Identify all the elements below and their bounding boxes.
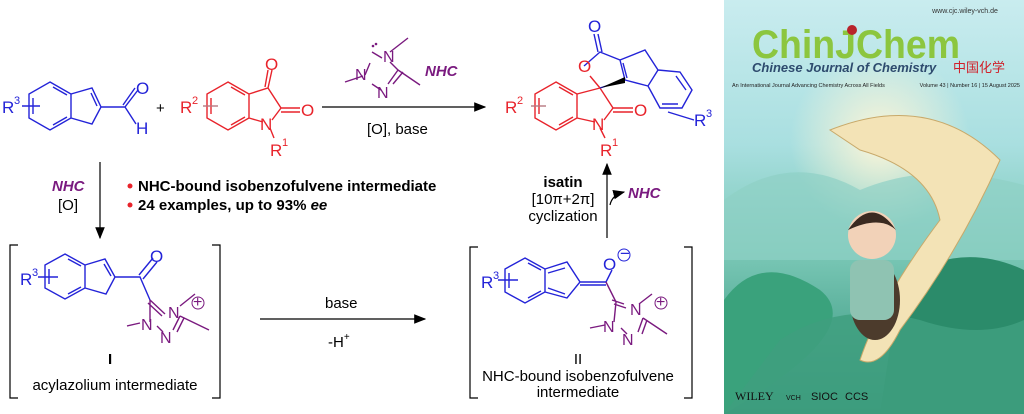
step3-type: [10π+2π]: [532, 191, 595, 208]
cover-url: www.cjc.wiley-vch.de: [931, 8, 998, 15]
intermediate-1-bracket: + R 3 O N N N I acylazolium intermediate: [9, 244, 221, 399]
intermediate-2-bracket: + − R 3 O N N N II NHC-bound isobenzoful…: [469, 244, 693, 401]
int1-n2: N: [160, 330, 172, 347]
nhc-catalyst-structure: N N N: [344, 37, 421, 102]
int2-name-1: NHC-bound isobenzofulvene: [482, 368, 674, 385]
plus-charge: +: [656, 294, 665, 311]
bullet-icon: [127, 202, 133, 208]
int2-name-2: intermediate: [537, 384, 620, 401]
oxindole-o: O: [634, 101, 647, 120]
journal-cover: www.cjc.wiley-vch.de ChinJChem Chinese J…: [724, 0, 1024, 414]
int1-n4: N: [168, 305, 180, 322]
publisher-vch: VCH: [786, 395, 801, 402]
step1-conditions: [O]: [58, 197, 78, 214]
product-r1-sup: 1: [612, 137, 618, 149]
nhc-n1: N: [355, 67, 367, 84]
plus-charge: +: [193, 294, 202, 311]
publisher-wiley: WILEY: [735, 389, 774, 403]
nhc-label: NHC: [425, 63, 459, 80]
bullet-icon: [127, 183, 133, 189]
lactone-carbonyl-o: O: [588, 17, 601, 36]
step2-loss: -H+: [328, 332, 350, 351]
product-r2: R: [505, 98, 517, 117]
cover-issue: Volume 43 | Number 16 | 15 August 2025: [920, 83, 1020, 89]
publisher-sioc: SIOC: [811, 391, 838, 403]
nhc-release-arrow: [609, 189, 626, 206]
cover-subtitle: Chinese Journal of Chemistry: [752, 60, 937, 75]
product-r2-sup: 2: [517, 95, 523, 107]
int1-n1: N: [141, 317, 153, 334]
product-r3-sup: 3: [706, 108, 712, 120]
int2-n2: N: [622, 332, 634, 349]
int1-o: O: [150, 247, 163, 266]
r2-sup: 2: [192, 95, 198, 107]
step3-process: cyclization: [528, 208, 597, 225]
step2-reagent: base: [325, 295, 358, 312]
r3-label: R: [2, 98, 14, 117]
isatin-structure: R 2 O O N R 1: [180, 55, 314, 160]
spiro-product-structure: O O O N R 1 R 2 R 3: [505, 17, 712, 160]
aldehyde-h: H: [136, 119, 148, 138]
int1-label: I: [108, 351, 112, 368]
minus-charge: −: [620, 244, 630, 263]
step3-released-nhc: NHC: [628, 185, 662, 202]
highlight-1: NHC-bound isobenzofulvene intermediate: [138, 178, 436, 195]
molecule-logo-icon: [847, 25, 857, 35]
r1-label: R: [270, 141, 282, 160]
int2-o: O: [603, 255, 616, 274]
nhc-n2: N: [377, 85, 389, 102]
plus-sign: +: [156, 100, 165, 117]
r2-label: R: [180, 98, 192, 117]
step3-reagent: isatin: [543, 174, 582, 191]
isatin-o3: O: [265, 55, 278, 74]
int1-name: acylazolium intermediate: [32, 377, 197, 394]
indene-aldehyde-structure: R 3 O H: [2, 79, 149, 138]
int2-label: II: [574, 351, 582, 368]
lactone-o: O: [578, 57, 591, 76]
int1-r3-sup: 3: [32, 267, 38, 279]
aldehyde-o: O: [136, 79, 149, 98]
product-r1: R: [600, 141, 612, 160]
nhc-n4: N: [383, 49, 395, 66]
cover-tagline: An International Journal Advancing Chemi…: [732, 83, 885, 89]
main-conditions: [O], base: [367, 121, 428, 138]
isatin-n: N: [260, 115, 272, 134]
int1-r3: R: [20, 270, 32, 289]
int2-n4: N: [630, 302, 642, 319]
step1-catalyst: NHC: [52, 178, 86, 195]
highlight-2: 24 examples, up to 93% ee: [138, 197, 327, 214]
product-r3: R: [694, 111, 706, 130]
int2-n1: N: [603, 319, 615, 336]
r3-sup: 3: [14, 95, 20, 107]
int2-r3-sup: 3: [493, 270, 499, 282]
r1-sup: 1: [282, 137, 288, 149]
cover-chinese-title: 中国化学: [953, 60, 1005, 75]
publisher-ccs: CCS: [845, 391, 868, 403]
oxindole-n: N: [592, 115, 604, 134]
int2-r3: R: [481, 273, 493, 292]
isatin-o2: O: [301, 101, 314, 120]
